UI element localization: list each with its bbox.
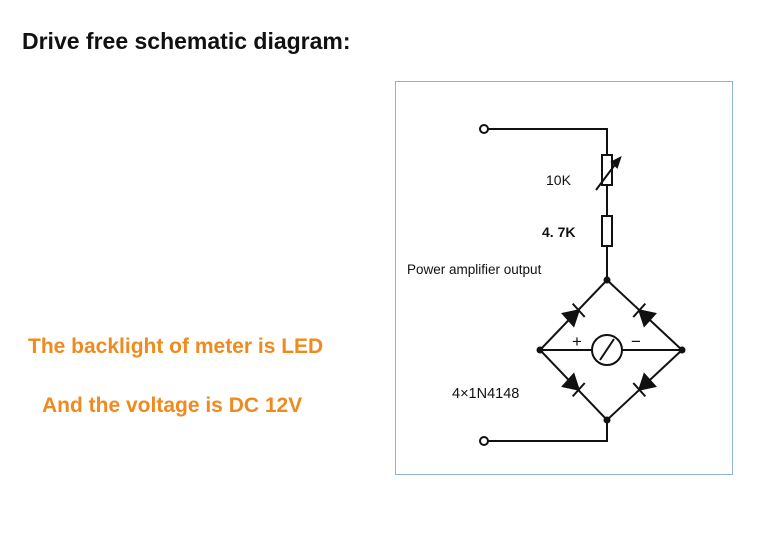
label-power-amplifier-output: Power amplifier output <box>407 262 542 277</box>
diode-lower-left <box>561 372 586 398</box>
page-title: Drive free schematic diagram: <box>22 28 351 54</box>
junction-right <box>678 346 686 354</box>
label-meter-plus: + <box>572 332 582 351</box>
diode-lower-right <box>632 372 657 398</box>
input-terminal-bottom <box>479 436 489 446</box>
wire-bottom <box>488 420 608 442</box>
schematic-diagram: 10K 4. 7K Power amplifier output + − 4×1… <box>407 124 686 446</box>
junction-bottom <box>603 416 611 424</box>
label-4k7: 4. 7K <box>542 224 575 240</box>
meter-needle <box>599 338 615 361</box>
label-diodes: 4×1N4148 <box>452 386 519 402</box>
diode-upper-right <box>632 302 657 328</box>
wire-top <box>488 128 608 155</box>
junction-top <box>603 276 611 284</box>
voltage-note: And the voltage is DC 12V <box>42 394 303 417</box>
label-10k: 10K <box>546 172 572 188</box>
resistor-4k7 <box>601 215 613 247</box>
backlight-note: The backlight of meter is LED <box>28 335 324 358</box>
schematic-frame: 10K 4. 7K Power amplifier output + − 4×1… <box>395 81 733 475</box>
junction-left <box>536 346 544 354</box>
input-terminal-top <box>479 124 489 134</box>
label-meter-minus: − <box>631 332 641 351</box>
diode-upper-left <box>561 302 586 328</box>
